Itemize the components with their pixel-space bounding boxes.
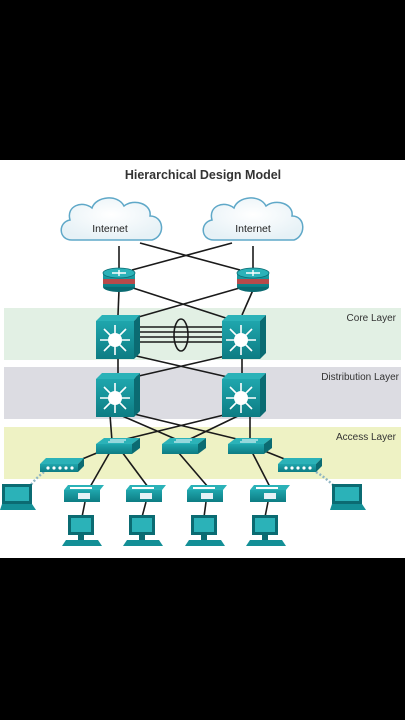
cloud-icon: [202, 197, 304, 241]
etherchannel-ring: [173, 318, 189, 352]
multilayer-switch-icon: [222, 315, 266, 359]
core-layer-band: [4, 308, 401, 360]
internet-label-left: Internet: [92, 223, 128, 235]
pc-icon: [246, 515, 286, 546]
laptop-icon: [330, 484, 366, 510]
router-icon: [236, 267, 270, 292]
diagram-title: Hierarchical Design Model: [125, 168, 281, 182]
network-links: [74, 242, 293, 518]
pc-icon: [123, 515, 163, 546]
cloud-icon: [60, 197, 163, 241]
multilayer-switch-icon: [96, 315, 140, 359]
router-icon: [102, 267, 136, 292]
access-point-icon: [278, 458, 322, 472]
multilayer-switch-icon: [96, 373, 140, 417]
laptop-icon: [0, 484, 36, 510]
ip-phone-icon: [126, 485, 166, 502]
access-layer-label: Access Layer: [336, 432, 397, 443]
switch-icon: [96, 438, 140, 454]
ip-phone-icon: [64, 485, 104, 502]
internet-label-right: Internet: [235, 223, 271, 235]
distribution-layer-label: Distribution Layer: [321, 372, 399, 383]
core-layer-label: Core Layer: [347, 313, 397, 324]
pc-icon: [62, 515, 102, 546]
ip-phone-icon: [187, 485, 227, 502]
diagram-slide: Hierarchical Design Model Core Layer Dis…: [0, 160, 405, 558]
switch-icon: [162, 438, 206, 454]
pc-icon: [185, 515, 225, 546]
ip-phone-icon: [250, 485, 290, 502]
distribution-layer-band: [4, 367, 401, 419]
switch-icon: [228, 438, 272, 454]
multilayer-switch-icon: [222, 373, 266, 417]
hierarchical-design-diagram: Hierarchical Design Model Core Layer Dis…: [0, 168, 401, 546]
access-point-icon: [40, 458, 84, 472]
